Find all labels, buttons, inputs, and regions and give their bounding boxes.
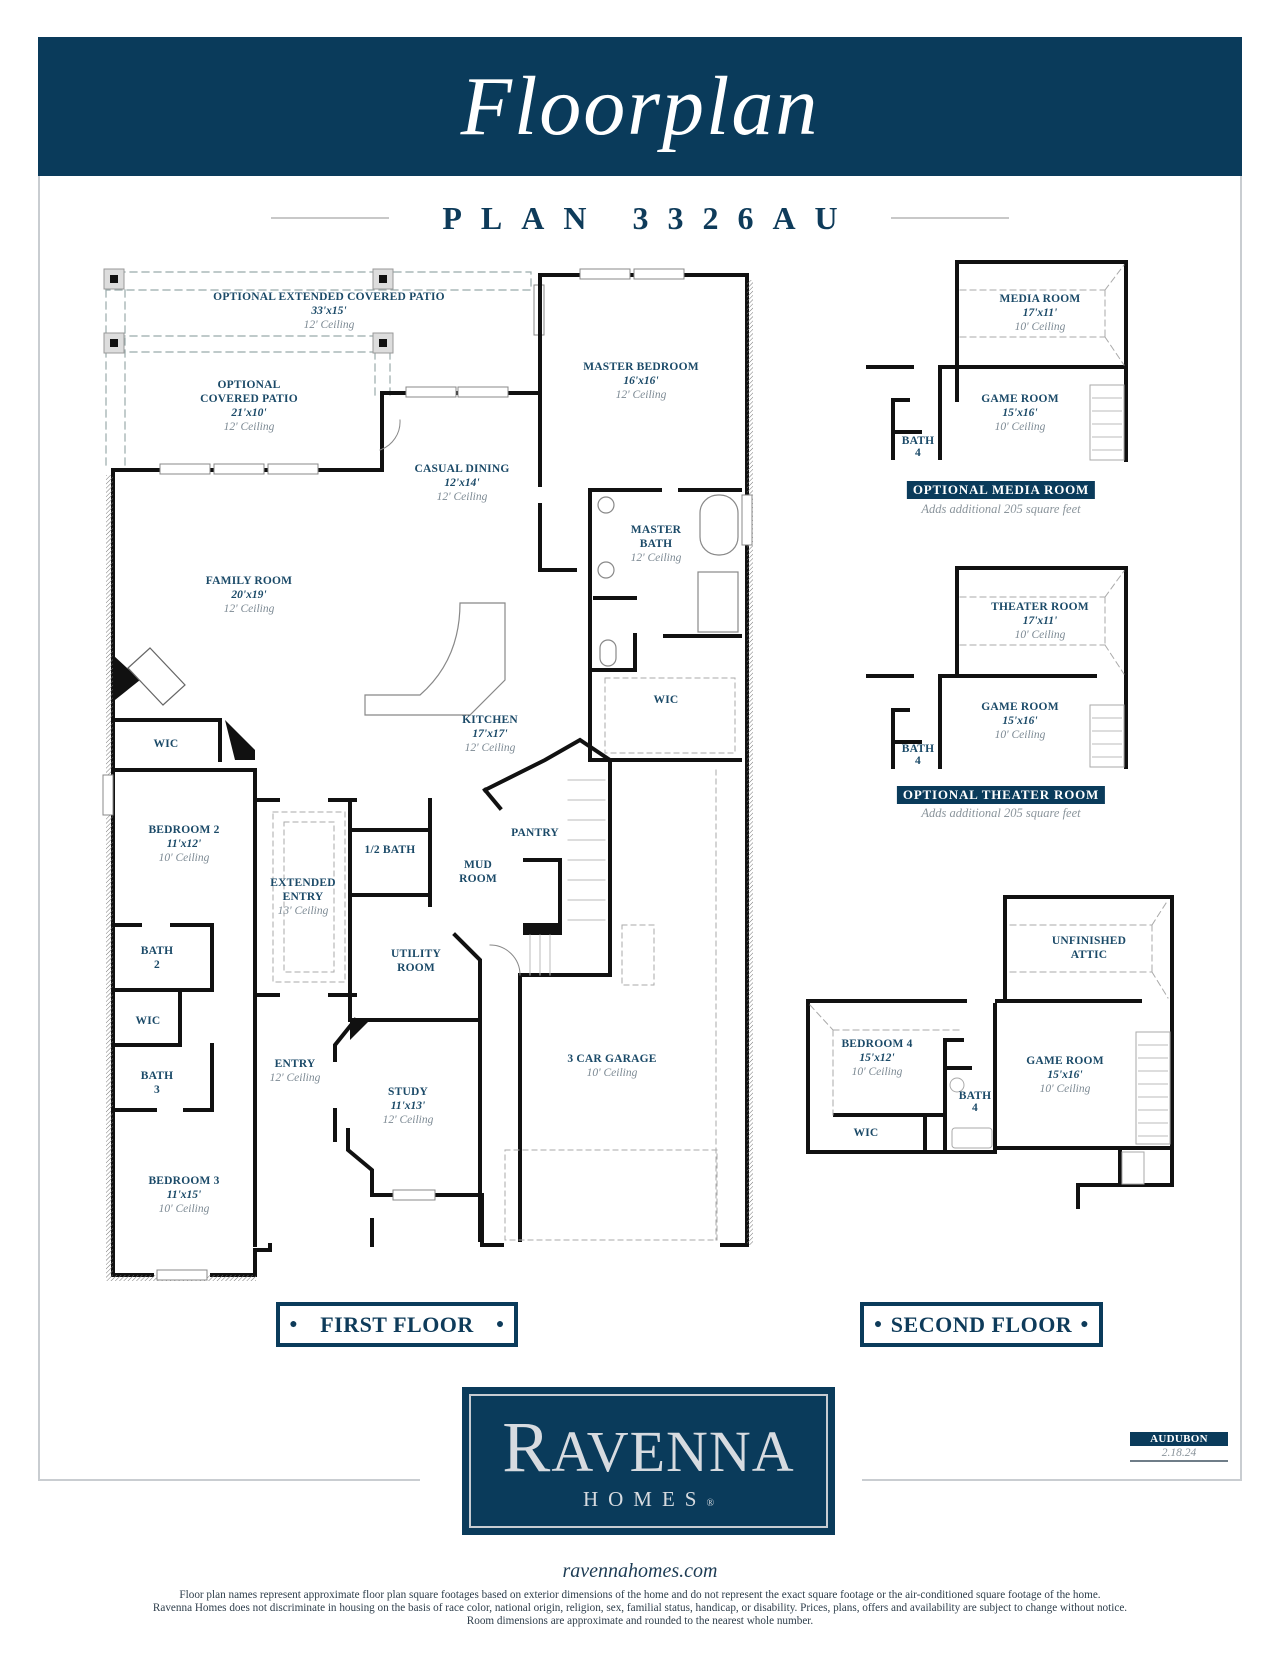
room-bedroom-2: BEDROOM 2 11'x12' 10' Ceiling [148,824,220,865]
room-mud-room: MUD ROOM [459,859,497,886]
room-bedroom-3: BEDROOM 3 11'x15' 10' Ceiling [148,1175,220,1216]
website-link[interactable]: ravennahomes.com [562,1560,718,1582]
optional-theater-room-note: Adds additional 205 square feet [921,806,1081,820]
room-study: STUDY 11'x13' 12' Ceiling [382,1086,434,1127]
room-theater-room: THEATER ROOM 17'x11' 10' Ceiling [991,601,1089,642]
room-optional-covered-patio: OPTIONAL COVERED PATIO 21'x10' 12' Ceili… [200,379,298,434]
room-bedroom3-wic: WIC [135,1015,161,1027]
room-bath-2: BATH 2 [140,945,174,972]
room-media-room: MEDIA ROOM 17'x11' 10' Ceiling [999,293,1081,334]
divider-right [890,217,1009,219]
room-entry: ENTRY 12' Ceiling [269,1058,321,1085]
room-bath-3: BATH 3 [140,1070,174,1097]
page-title: Floorplan [460,60,820,153]
room-master-bedroom: MASTER BEDROOM 16'x16' 12' Ceiling [583,361,699,402]
room-bedroom2-wic: WIC [153,738,179,750]
disclaimer: Floor plan names represent approximate f… [152,1589,1128,1628]
divider-left [271,217,390,219]
plan-heading: PLAN 3326AU [0,195,1280,241]
first-floor-label: ● FIRST FLOOR ● [276,1302,518,1347]
room-optional-extended-covered-patio: OPTIONAL EXTENDED COVERED PATIO 33'x15' … [213,291,445,332]
bullet-icon: ● [289,1316,299,1332]
bullet-icon: ● [873,1316,883,1332]
room-game-room: GAME ROOM 15'x16' 10' Ceiling [1026,1055,1104,1096]
room-bath-4-theater-option: BATH 4 [901,743,935,767]
room-master-bath: MASTER BATH 12' Ceiling [630,524,682,565]
second-floor-label: ● SECOND FLOOR ● [860,1302,1103,1347]
logo-subtitle: HOMES® [582,1486,715,1511]
room-3-car-garage: 3 CAR GARAGE 10' Ceiling [567,1053,657,1080]
room-family-room: FAMILY ROOM 20'x19' 12' Ceiling [205,575,293,616]
room-bedroom-4: BEDROOM 4 15'x12' 10' Ceiling [841,1038,913,1079]
logo-wordmark: RAVENNA [502,1406,795,1487]
room-master-wic: WIC [653,694,679,706]
room-bath-4-media-option: BATH 4 [901,435,935,459]
room-pantry: PANTRY [511,827,559,839]
room-casual-dining: CASUAL DINING 12'x14' 12' Ceiling [414,463,510,504]
bullet-icon: ● [495,1316,505,1332]
bullet-icon: ● [1080,1316,1090,1332]
room-unfinished-attic: UNFINISHED ATTIC [1051,935,1127,962]
room-bath-4: BATH 4 [958,1090,992,1115]
room-extended-entry: EXTENDED ENTRY 13' Ceiling [270,877,336,918]
ravenna-homes-logo: RAVENNA HOMES® [462,1387,835,1535]
optional-media-room-note: Adds additional 205 square feet [921,502,1081,516]
room-game-room-theater-option: GAME ROOM 15'x16' 10' Ceiling [981,701,1059,742]
room-game-room-media-option: GAME ROOM 15'x16' 10' Ceiling [981,393,1059,434]
version-date: 2.18.24 [1130,1446,1228,1462]
room-bedroom4-wic: WIC [853,1127,879,1139]
room-kitchen: KITCHEN 17'x17' 12' Ceiling [462,714,518,755]
version-name: AUDUBON [1130,1432,1228,1446]
plan-name: PLAN 3326AU [442,199,857,236]
optional-theater-room-tag: OPTIONAL THEATER ROOM [896,786,1106,804]
version-tag: AUDUBON 2.18.24 [1130,1432,1228,1462]
room-utility-room: UTILITY ROOM [391,948,441,975]
room-half-bath: 1/2 BATH [364,844,416,856]
optional-media-room-tag: OPTIONAL MEDIA ROOM [906,481,1096,499]
title-banner: Floorplan [38,37,1242,176]
